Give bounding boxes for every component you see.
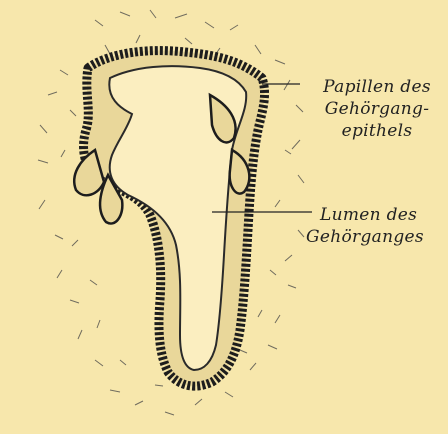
label-papillen-line-2: Gehörgang- — [312, 98, 442, 120]
label-papillen: Papillen des Gehörgang- epithels — [312, 76, 442, 142]
label-lumen-line-1: Lumen des — [320, 204, 424, 226]
label-papillen-line-1: Papillen des — [312, 76, 442, 98]
label-lumen: Lumen des Gehörganges — [320, 204, 424, 248]
label-lumen-line-2: Gehörganges — [306, 226, 424, 248]
label-papillen-line-3: epithels — [312, 120, 442, 142]
